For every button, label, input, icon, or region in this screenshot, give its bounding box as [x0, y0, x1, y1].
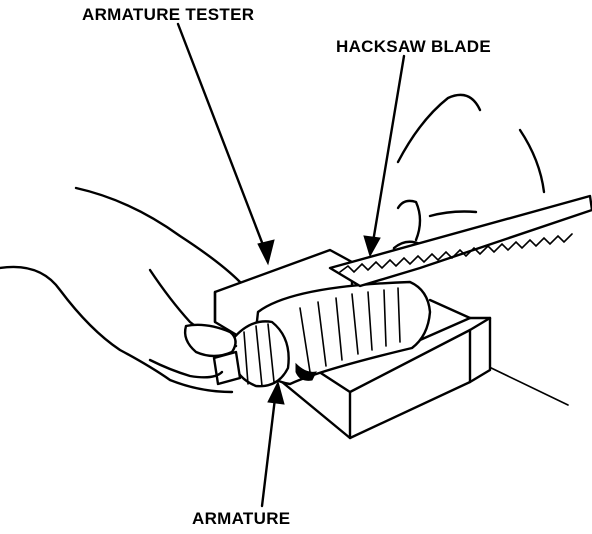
left-hand — [0, 186, 242, 394]
table-line — [484, 364, 569, 406]
armature-tester-block — [213, 248, 492, 440]
leader-hacksaw-blade — [363, 54, 406, 258]
label-armature: ARMATURE — [192, 509, 291, 528]
label-armature-tester: ARMATURE TESTER — [82, 5, 255, 24]
hacksaw-blade — [328, 194, 592, 288]
leader-armature — [260, 380, 285, 508]
leader-armature-tester — [176, 22, 275, 266]
armature — [212, 280, 432, 388]
label-hacksaw-blade: HACKSAW BLADE — [336, 37, 492, 56]
